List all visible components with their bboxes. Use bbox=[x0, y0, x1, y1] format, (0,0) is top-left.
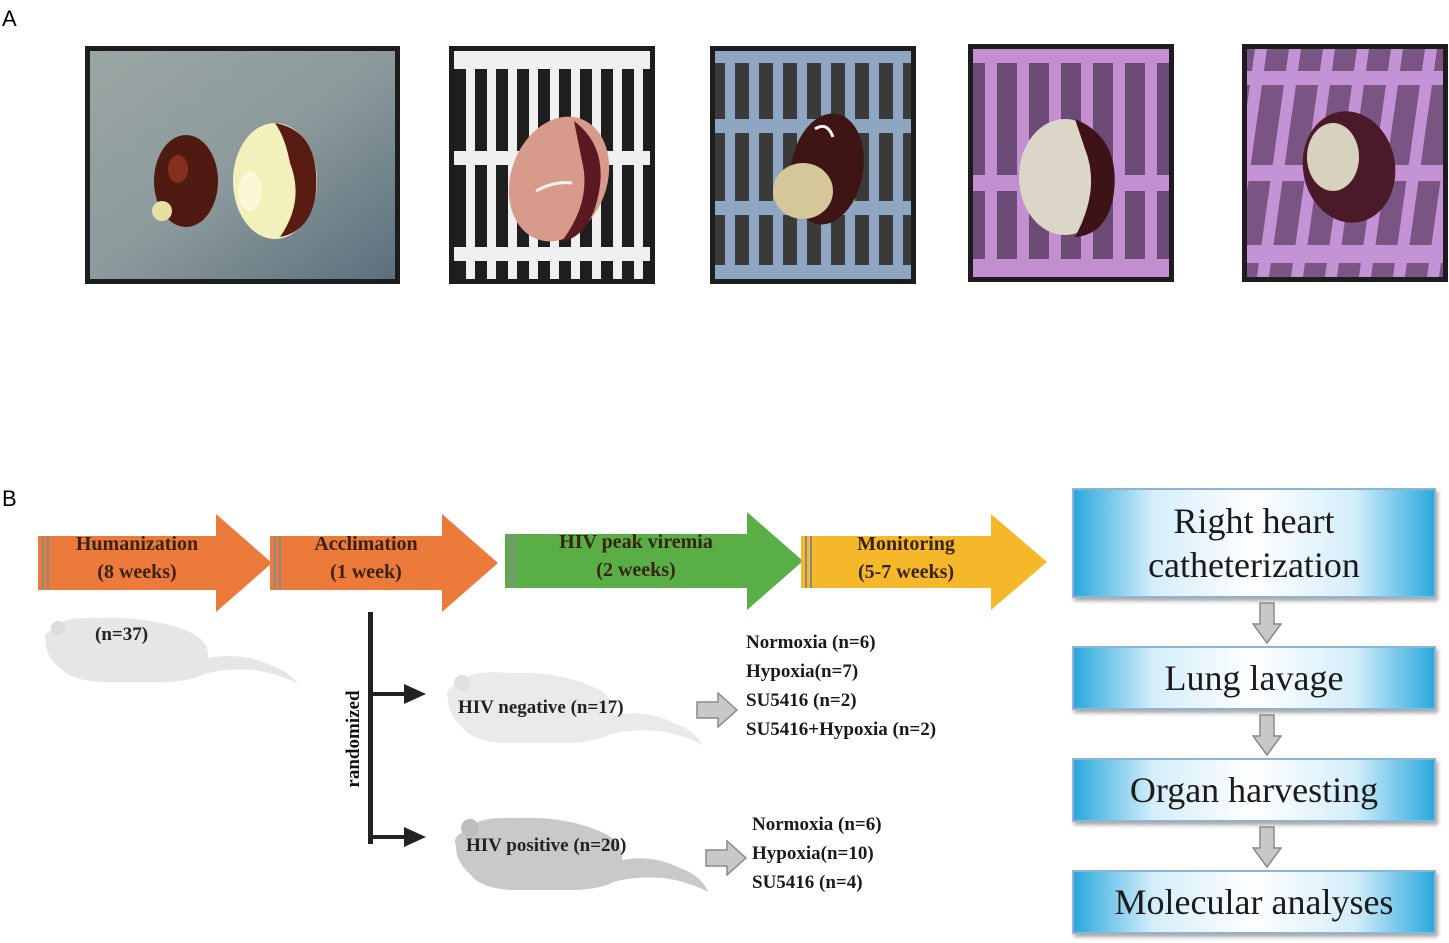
randomized-label: randomized bbox=[343, 690, 364, 788]
arm-item: Hypoxia(n=10) bbox=[752, 843, 874, 864]
step-lung-lavage: Lung lavage bbox=[1072, 646, 1436, 710]
timeline-duration: (5-7 weeks) bbox=[857, 561, 955, 583]
branch-line-positive bbox=[370, 835, 408, 839]
organ-photo-4 bbox=[968, 44, 1174, 282]
step-label: Organ harvesting bbox=[1129, 770, 1379, 810]
timeline-step-acclimation: Acclimation (1 week) bbox=[270, 514, 498, 612]
group-label-hiv-positive: HIV positive (n=20) bbox=[466, 835, 627, 856]
arrow-down-icon-3 bbox=[1252, 826, 1282, 868]
step-label-line2: catheterization bbox=[1148, 545, 1360, 585]
timeline-step-hiv-viremia: HIV peak viremia (2 weeks) bbox=[505, 512, 803, 610]
arrow-down-icon-1 bbox=[1252, 602, 1282, 644]
group-label-hiv-negative: HIV negative (n=17) bbox=[458, 697, 624, 718]
arm-item: Normoxia (n=6) bbox=[746, 632, 876, 653]
timeline-duration: (2 weeks) bbox=[596, 559, 676, 581]
organ-photo-2 bbox=[449, 46, 655, 284]
arrow-right-icon-negative bbox=[696, 692, 738, 728]
mouse-icon-hiv-negative bbox=[440, 665, 705, 747]
timeline-step-humanization: Humanization (8 weeks) bbox=[38, 514, 272, 612]
timeline-label: Acclimation bbox=[314, 533, 418, 555]
arm-item: SU5416+Hypoxia (n=2) bbox=[746, 719, 937, 740]
branch-line-negative bbox=[370, 692, 408, 696]
timeline-duration: (1 week) bbox=[330, 561, 402, 583]
arrow-right-icon-positive bbox=[705, 840, 747, 876]
timeline-duration: (8 weeks) bbox=[97, 561, 177, 583]
branch-arrowhead-positive bbox=[404, 827, 426, 847]
randomization-line bbox=[368, 612, 373, 844]
panel-label-b: B bbox=[2, 486, 17, 511]
arms-list-hiv-negative: Normoxia (n=6) Hypoxia(n=7) SU5416 (n=2)… bbox=[746, 628, 936, 744]
arm-item: SU5416 (n=4) bbox=[752, 872, 863, 893]
panel-label-a: A bbox=[2, 6, 17, 31]
step-label: Lung lavage bbox=[1164, 658, 1344, 698]
step-organ-harvesting: Organ harvesting bbox=[1072, 758, 1436, 822]
arrow-down-icon-2 bbox=[1252, 714, 1282, 756]
organ-photo-1 bbox=[85, 46, 400, 284]
step-label: Right heart bbox=[1173, 501, 1335, 541]
step-molecular-analyses: Molecular analyses bbox=[1072, 870, 1436, 934]
mouse-icon-cohort bbox=[40, 612, 300, 687]
cohort-count: (n=37) bbox=[95, 624, 149, 645]
timeline-step-monitoring: Monitoring (5-7 weeks) bbox=[801, 514, 1047, 610]
arm-item: SU5416 (n=2) bbox=[746, 690, 857, 711]
arms-list-hiv-positive: Normoxia (n=6) Hypoxia(n=10) SU5416 (n=4… bbox=[752, 810, 882, 897]
organ-photo-5 bbox=[1242, 44, 1448, 282]
mouse-icon-hiv-positive bbox=[448, 810, 710, 894]
timeline-label: Monitoring bbox=[857, 533, 955, 555]
timeline-label: Humanization bbox=[75, 533, 199, 555]
step-label: Molecular analyses bbox=[1114, 882, 1394, 922]
timeline-label: HIV peak viremia bbox=[559, 531, 713, 553]
arm-item: Normoxia (n=6) bbox=[752, 814, 882, 835]
organ-photo-3 bbox=[710, 46, 916, 284]
arm-item: Hypoxia(n=7) bbox=[746, 661, 859, 682]
branch-arrowhead-negative bbox=[404, 684, 426, 704]
